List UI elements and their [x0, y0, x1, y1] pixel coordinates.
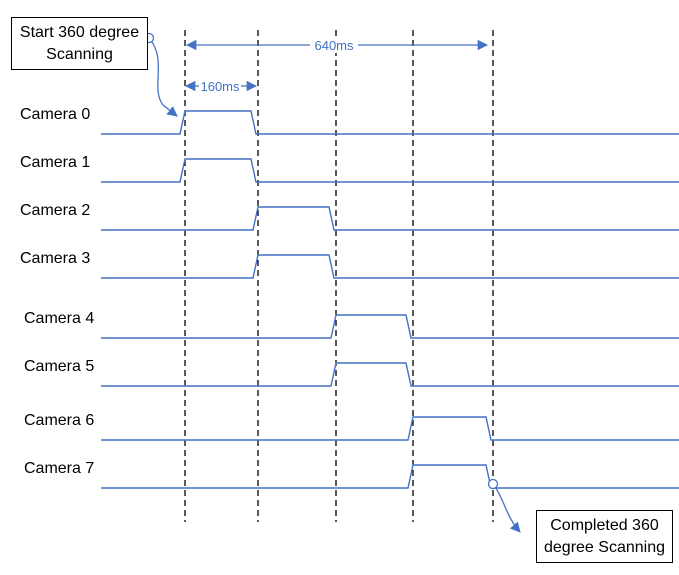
camera-5-signal [101, 362, 679, 387]
camera-5-label: Camera 5 [24, 358, 94, 375]
end-connector [492, 483, 521, 533]
camera-4-signal [101, 314, 679, 339]
start-callout-line2: Scanning [46, 46, 113, 63]
camera-signals [101, 110, 679, 489]
camera-2-signal [101, 206, 679, 231]
end-connector-dot [487, 478, 499, 490]
completed-scanning-callout: Completed 360 degree Scanning [536, 510, 673, 563]
camera-labels: Camera 0 Camera 1 Camera 2 Camera 3 Camera 4… [20, 106, 94, 477]
camera-3-signal [101, 254, 679, 279]
camera-7-signal [101, 464, 679, 489]
end-callout-line2: degree Scanning [544, 539, 665, 556]
camera-6-label: Camera 6 [24, 412, 94, 429]
slot-duration-label: 160ms [200, 79, 240, 94]
camera-2-label: Camera 2 [20, 202, 90, 219]
camera-6-signal [101, 416, 679, 441]
start-callout-line1: Start 360 degree [19, 24, 140, 41]
camera-4-label: Camera 4 [24, 310, 94, 327]
camera-7-label: Camera 7 [24, 460, 94, 477]
camera-0-label: Camera 0 [20, 106, 90, 123]
camera-1-label: Camera 1 [20, 154, 90, 171]
camera-1-signal [101, 158, 679, 183]
time-markers [184, 30, 494, 522]
end-callout-line1: Completed 360 [550, 517, 659, 534]
start-connector [148, 37, 178, 117]
camera-0-signal [101, 110, 679, 135]
camera-3-label: Camera 3 [20, 250, 90, 267]
start-scanning-callout: Start 360 degree Scanning [11, 17, 148, 70]
total-duration-label: 640ms [314, 38, 354, 53]
